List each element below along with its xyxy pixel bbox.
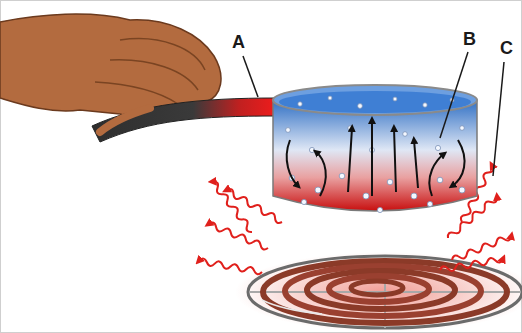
convection-arrows bbox=[287, 120, 465, 196]
part-label: C bbox=[500, 38, 513, 59]
bubbles bbox=[286, 96, 465, 213]
thumb bbox=[100, 108, 150, 132]
stove-coil bbox=[235, 252, 522, 332]
part-letter: A bbox=[232, 32, 245, 52]
pot bbox=[273, 85, 477, 211]
leader-lines bbox=[243, 52, 504, 176]
pan-handle bbox=[92, 98, 276, 142]
part-label: A bbox=[232, 32, 245, 53]
part-label: B bbox=[463, 29, 476, 50]
part-letter: B bbox=[463, 29, 476, 49]
part-letter: C bbox=[500, 38, 513, 58]
